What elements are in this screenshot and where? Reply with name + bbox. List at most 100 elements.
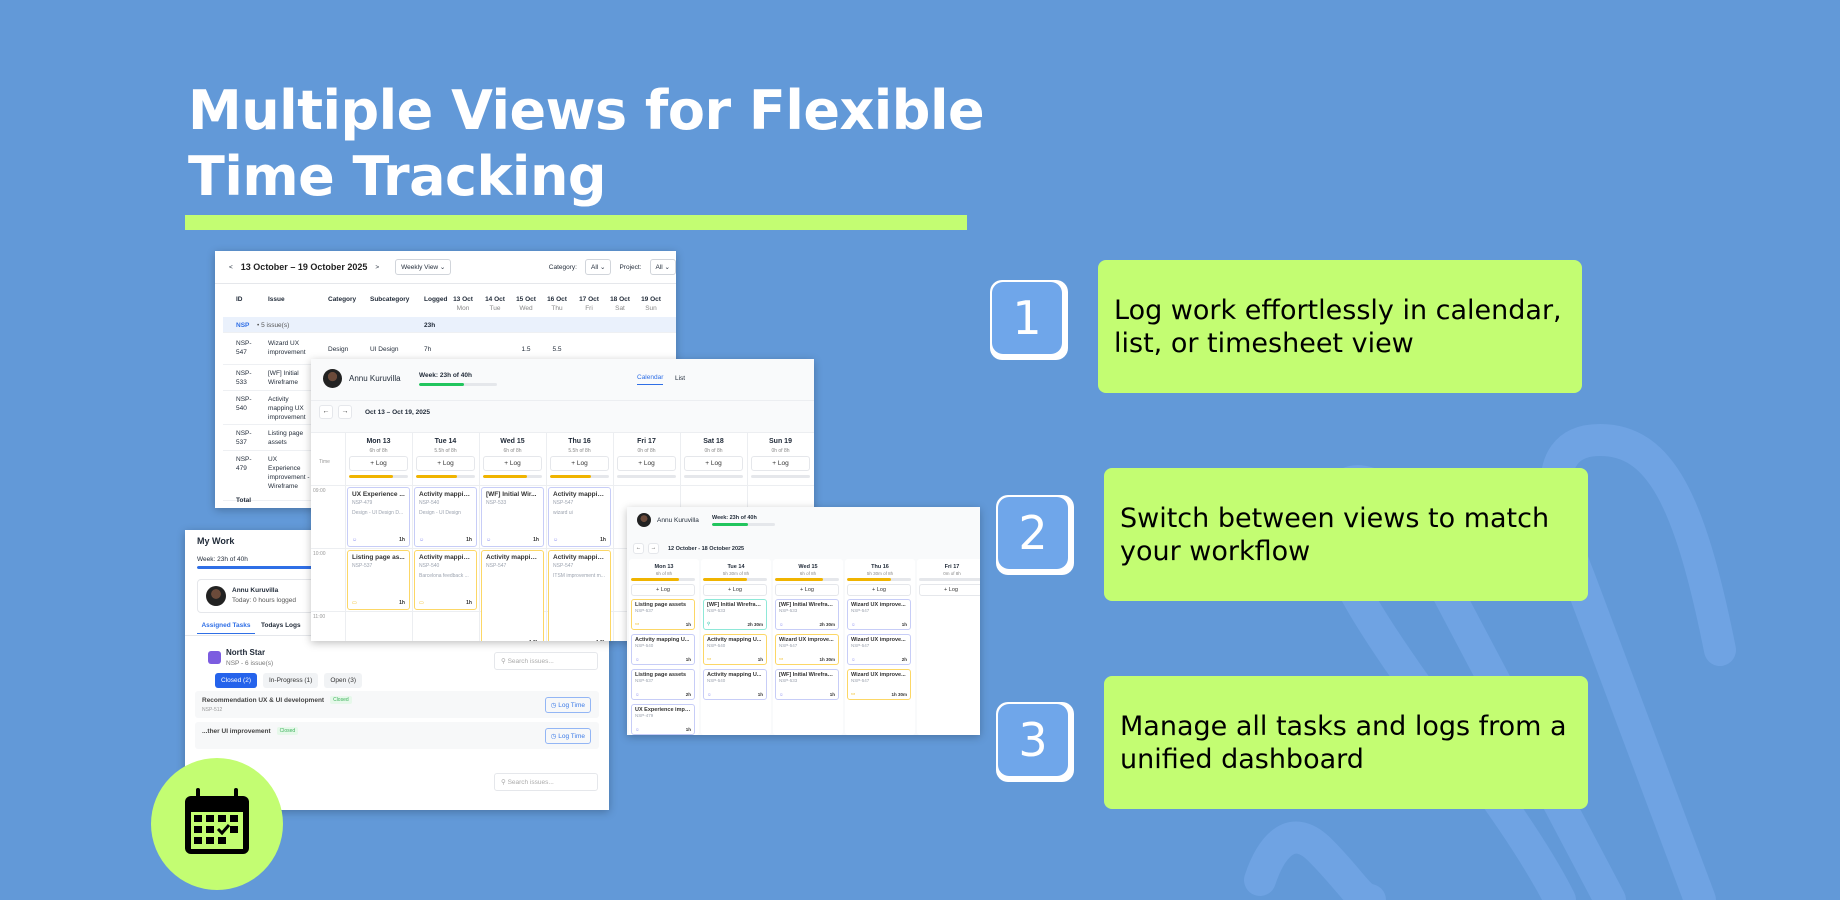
entry-id: NSP-540	[419, 500, 440, 506]
pin-icon: ⚲	[707, 621, 711, 626]
tab-calendar[interactable]: Calendar	[637, 374, 664, 385]
issue-id: NSP-547	[236, 340, 252, 356]
day-column-divider	[613, 433, 614, 641]
search-input[interactable]: ⚲ Search issues...	[494, 773, 598, 791]
meeting-icon: ☺	[635, 692, 640, 697]
tab-list[interactable]: List	[675, 375, 686, 382]
search-placeholder: Search issues...	[507, 779, 554, 786]
day-hours: 5h 30m of 8h	[866, 571, 894, 576]
log-button[interactable]: + Log	[847, 584, 911, 596]
feature-card-2: Switch between views to match your workf…	[1104, 468, 1588, 601]
calendar-entry[interactable]: [WF] Initial Wir...NSP-533☺1h	[481, 487, 544, 547]
day-name: Mon 13	[366, 438, 391, 445]
day-column-divider	[345, 433, 346, 641]
project-icon	[208, 651, 221, 664]
total-label: Total	[236, 497, 252, 504]
status-filters: Closed (2) In-Progress (1) Open (3)	[215, 673, 362, 688]
filter-open[interactable]: Open (3)	[324, 673, 362, 688]
meeting-icon: ☺	[851, 622, 856, 627]
log-button[interactable]: + Log	[703, 584, 767, 596]
list-entry[interactable]: Activity mapping U...NSP-540▭1h	[703, 634, 767, 665]
meeting-icon: ☺	[352, 537, 358, 543]
log-button[interactable]: + Log	[349, 456, 408, 471]
column-title: Issue	[268, 296, 285, 303]
calendar-entry[interactable]: Activity mappin...NSP-547▭1.5h	[481, 550, 544, 641]
log-button[interactable]: + Log	[684, 456, 743, 471]
entry-id: NSP-547	[851, 643, 870, 648]
day-name: Sat 18	[703, 438, 724, 445]
prev-week-button[interactable]: <	[229, 263, 233, 271]
step-badge-3: 3	[996, 702, 1074, 782]
entry-title: Activity mappin...	[419, 491, 472, 498]
group-count: • 5 issue(s)	[257, 322, 290, 329]
next-week-button[interactable]: →	[338, 405, 352, 419]
avatar	[323, 369, 342, 388]
log-button[interactable]: + Log	[483, 456, 542, 471]
log-button[interactable]: + Log	[751, 456, 810, 471]
entry-duration: 1.5h	[529, 640, 539, 641]
log-time-button[interactable]: ◷ Log Time	[544, 728, 591, 744]
avatar	[637, 513, 651, 527]
list-entry[interactable]: Wizard UX improve...NSP-547▭1h 30m	[847, 669, 911, 700]
meeting-icon: ☺	[635, 727, 640, 732]
day-progress-bar	[775, 578, 839, 581]
log-button[interactable]: + Log	[550, 456, 609, 471]
week-progress-bar	[712, 523, 775, 526]
group-logged: 23h	[424, 322, 436, 329]
column-title: 15 Oct	[516, 296, 536, 303]
tab-assigned-tasks[interactable]: Assigned Tasks	[197, 622, 255, 634]
feature-text: Switch between views to match your workf…	[1120, 502, 1550, 567]
log-button[interactable]: + Log	[631, 584, 695, 596]
category-select[interactable]: All ⌄	[584, 259, 612, 275]
list-entry[interactable]: Wizard UX improve...NSP-547☺2h	[847, 634, 911, 665]
title-line: Multiple Views for Flexible	[188, 79, 985, 142]
entry-duration: 1h	[600, 537, 606, 543]
log-button[interactable]: + Log	[775, 584, 839, 596]
user-name: Annu Kuruvilla	[657, 517, 699, 524]
search-input[interactable]: ⚲ Search issues...	[494, 652, 598, 670]
entry-title: Activity mappin...	[486, 554, 539, 561]
calendar-entry[interactable]: Listing page as...NSP-537▭1h	[347, 550, 410, 610]
tab-todays-logs[interactable]: Todays Logs	[261, 622, 301, 629]
video-icon: ▭	[707, 656, 712, 661]
entry-subtitle: wizard ui	[553, 510, 573, 516]
filter-closed[interactable]: Closed (2)	[215, 673, 257, 688]
next-week-button[interactable]: >	[375, 263, 380, 271]
day-hours: 6h of 8h	[655, 571, 673, 576]
list-entry[interactable]: Wizard UX improve...NSP-547▭1h 30m	[775, 634, 839, 665]
step-badge-1: 1	[990, 280, 1068, 360]
list-entry[interactable]: Wizard UX improve...NSP-547☺1h	[847, 599, 911, 630]
step-badge-2: 2	[996, 495, 1074, 575]
status-badge: Closed	[330, 696, 352, 704]
next-week-button[interactable]: →	[648, 543, 659, 554]
project-select[interactable]: All ⌄	[649, 259, 676, 275]
prev-week-button[interactable]: ←	[633, 543, 644, 554]
list-entry[interactable]: Activity mapping U...NSP-540☺1h	[703, 669, 767, 700]
filter-in-progress[interactable]: In-Progress (1)	[262, 673, 319, 688]
issue-title: Recommendation UX & UI development	[202, 696, 325, 704]
view-select[interactable]: Weekly View ⌄	[395, 259, 452, 275]
list-entry[interactable]: Activity mapping U...NSP-540☺1h	[631, 634, 695, 665]
log-button[interactable]: + Log	[919, 584, 980, 596]
project-issue-count: NSP - 6 issue(s)	[226, 660, 274, 667]
log-button[interactable]: + Log	[617, 456, 676, 471]
column-weekday: Wed	[519, 305, 533, 312]
day-name: Fri 17	[944, 564, 960, 570]
prev-week-button[interactable]: ←	[319, 405, 333, 419]
day-hours: 5.5h of 8h	[568, 448, 591, 454]
issue-title: Listing page assets	[268, 430, 304, 446]
list-entry[interactable]: UX Experience impr...NSP-479☺1h	[631, 704, 695, 735]
log-time-button[interactable]: ◷ Log Time	[544, 697, 591, 713]
log-button[interactable]: + Log	[416, 456, 475, 471]
